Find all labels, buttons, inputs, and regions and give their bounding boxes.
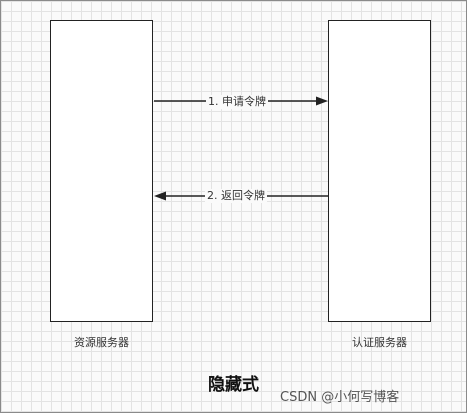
watermark: CSDN @小何写博客: [280, 390, 400, 405]
resource-server-box: [50, 20, 153, 322]
resource-server-label: 资源服务器: [74, 336, 129, 349]
auth-server-label: 认证服务器: [352, 336, 407, 349]
diagram-title: 隐藏式: [208, 375, 259, 395]
request-token-label: 1. 申请令牌: [206, 95, 268, 109]
auth-server-box: [328, 20, 431, 322]
return-token-label: 2. 返回令牌: [205, 189, 267, 203]
